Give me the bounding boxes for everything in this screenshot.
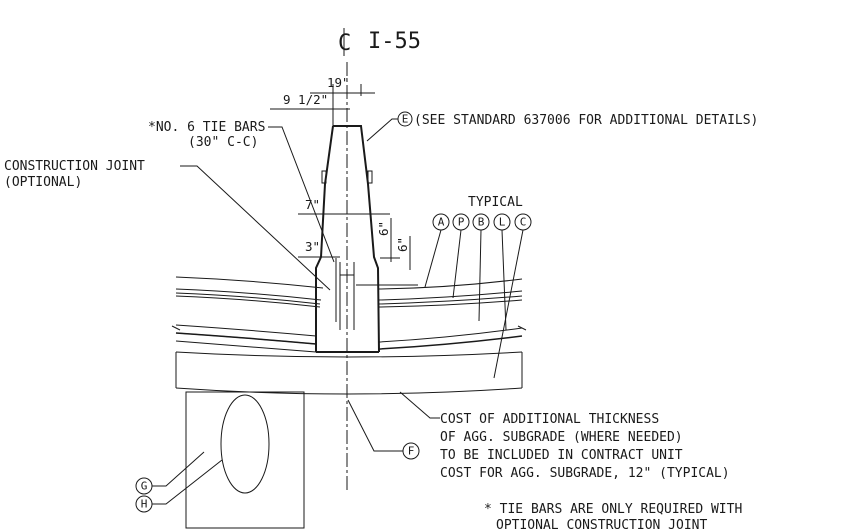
dim-7-group: 7" — [298, 197, 390, 215]
callout-g-group: G — [135, 451, 205, 495]
callout-e-group: E (SEE STANDARD 637006 FOR ADDITIONAL DE… — [366, 111, 758, 142]
callout-b-letter: B — [478, 216, 485, 229]
callout-h-group: H — [135, 459, 223, 513]
dim-19-group: 19" — [310, 75, 375, 126]
callout-g-letter: G — [141, 480, 148, 493]
svg-text:C: C — [338, 31, 351, 56]
dim-9half-group: 9 1/2" — [270, 92, 350, 110]
tie-bars-label-line1: *NO. 6 TIE BARS — [148, 120, 265, 135]
callout-h-letter: H — [141, 498, 148, 511]
centerline-symbol: C — [338, 28, 351, 56]
joint-label-line1: CONSTRUCTION JOINT — [4, 159, 145, 174]
dim-6b-group: 6" — [395, 236, 411, 270]
dim-9half-text: 9 1/2" — [283, 92, 328, 107]
callout-f-group: F — [347, 399, 420, 460]
callout-f-letter: F — [408, 445, 415, 458]
typical-callouts: TYPICAL A P B L C — [424, 195, 532, 379]
joint-callout: CONSTRUCTION JOINT (OPTIONAL) — [4, 159, 331, 291]
tie-bar-note: * TIE BARS ARE ONLY REQUIRED WITH OPTION… — [484, 502, 742, 529]
dim-3-group: 3" — [298, 239, 340, 258]
callout-a-letter: A — [438, 216, 445, 229]
cost-line1: COST OF ADDITIONAL THICKNESS — [440, 412, 659, 427]
cost-line4: COST FOR AGG. SUBGRADE, 12" (TYPICAL) — [440, 466, 730, 481]
note-line2: OPTIONAL CONSTRUCTION JOINT — [496, 518, 707, 529]
title-i55: I-55 — [368, 29, 421, 54]
callout-p-letter: P — [458, 216, 465, 229]
joint-label-line2: (OPTIONAL) — [4, 175, 82, 190]
dim-19-text: 19" — [327, 75, 350, 90]
dim-3-text: 3" — [305, 239, 320, 254]
callout-e-letter: E — [402, 113, 409, 126]
drainage-structure — [185, 391, 305, 529]
callout-c-letter: C — [520, 216, 527, 229]
callout-l-letter: L — [499, 216, 506, 229]
dim-7-text: 7" — [305, 197, 320, 212]
cost-line2: OF AGG. SUBGRADE (WHERE NEEDED) — [440, 430, 683, 445]
pavement-right — [378, 278, 523, 350]
tie-bars-callout: *NO. 6 TIE BARS (30" C-C) — [148, 120, 335, 263]
cost-note: COST OF ADDITIONAL THICKNESS OF AGG. SUB… — [399, 391, 730, 481]
tie-bars-label-line2: (30" C-C) — [188, 135, 258, 150]
dim-6a-text: 6" — [376, 221, 391, 236]
typical-label: TYPICAL — [468, 195, 523, 210]
pavement-left — [175, 276, 324, 353]
callout-e-circle — [397, 111, 413, 127]
note-line1: * TIE BARS ARE ONLY REQUIRED WITH — [484, 502, 742, 517]
cost-line3: TO BE INCLUDED IN CONTRACT UNIT — [440, 448, 683, 463]
dim-6b-text: 6" — [395, 237, 410, 252]
see-standard-text: (SEE STANDARD 637006 FOR ADDITIONAL DETA… — [414, 113, 758, 128]
dim-6a-group: 6" — [376, 218, 400, 262]
tie-bar-detail — [335, 258, 418, 330]
subgrade — [171, 325, 527, 395]
